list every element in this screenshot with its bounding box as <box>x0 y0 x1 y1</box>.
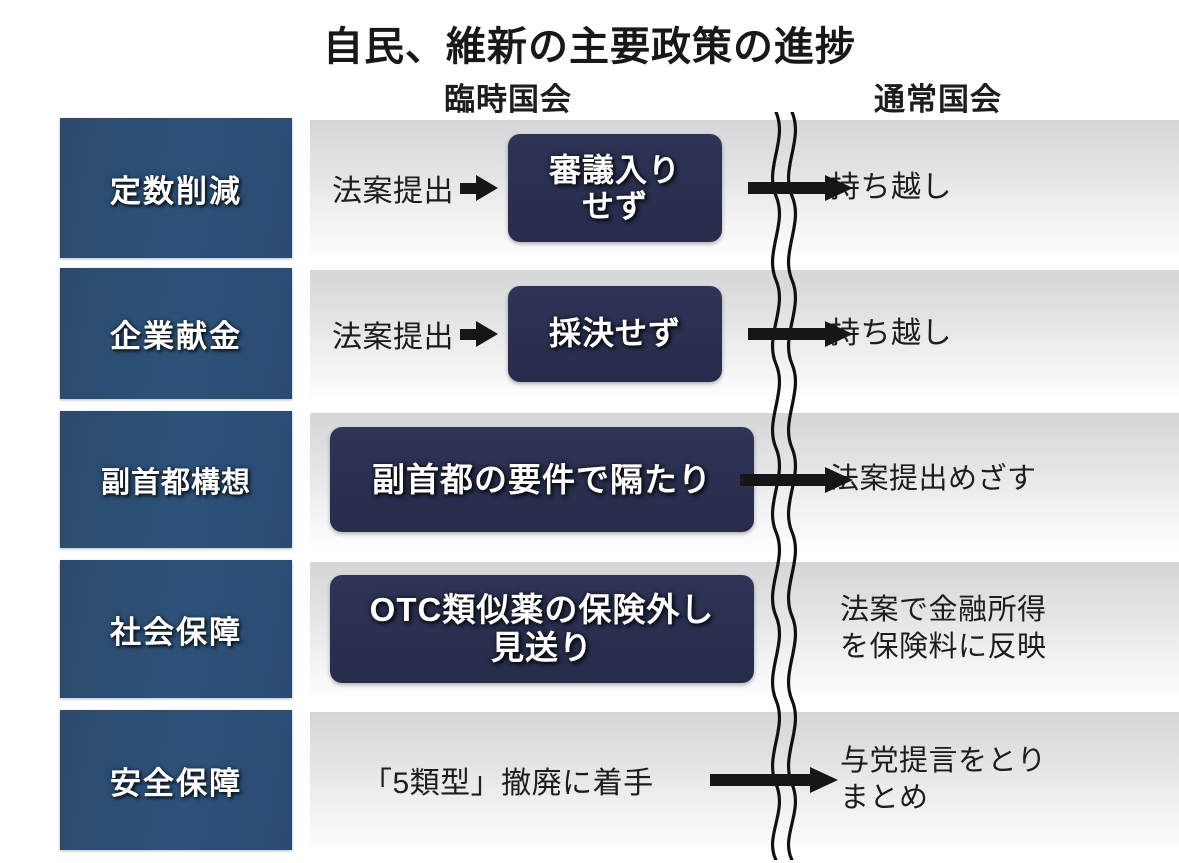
column-header-extraordinary-session: 臨時国会 <box>444 82 572 117</box>
status-label: OTC類似薬の保険外し 見送り <box>369 591 715 666</box>
arrow-right-icon <box>460 320 500 347</box>
transition-arrow-icon <box>748 321 853 347</box>
transition-arrow-icon <box>710 767 838 793</box>
category-label: 企業献金 <box>110 319 242 354</box>
extraordinary-session-cell: OTC類似薬の保険外し 見送り <box>310 560 770 698</box>
row-panel <box>310 270 1179 397</box>
pre-text-label: 「5類型」撤廃に着手 <box>362 767 654 800</box>
pre-text-label: 法案提出 <box>332 175 454 208</box>
result-label: 法案提出めざす <box>830 463 1037 496</box>
category-label: 定数削減 <box>110 173 242 209</box>
ordinary-session-cell: 法案提出めざす <box>830 411 1175 548</box>
transition-arrow-icon <box>748 175 853 201</box>
status-box: 採決せず <box>508 285 722 382</box>
category-chip: 企業献金 <box>60 268 292 399</box>
table-row: 副首都構想 副首都の要件で隔たり 法案提出めざす <box>0 411 1179 548</box>
category-chip: 副首都構想 <box>60 411 292 548</box>
ordinary-session-cell: 与党提言をとり まとめ <box>840 710 1179 850</box>
status-box: 審議入り せず <box>508 134 722 242</box>
row-panel <box>310 120 1179 256</box>
status-box: OTC類似薬の保険外し 見送り <box>330 575 754 683</box>
extraordinary-session-cell: 「5類型」撤廃に着手 <box>310 710 780 850</box>
result-label: 法案で金融所得 を保険料に反映 <box>840 594 1047 663</box>
status-label: 審議入り せず <box>548 151 681 224</box>
category-chip: 定数削減 <box>60 118 292 258</box>
table-row: 社会保障 OTC類似薬の保険外し 見送り 法案で金融所得 を保険料に反映 <box>0 560 1179 698</box>
category-label: 安全保障 <box>110 765 242 801</box>
ordinary-session-cell: 法案で金融所得 を保険料に反映 <box>840 560 1179 698</box>
transition-arrow-icon <box>740 467 853 493</box>
category-label: 副首都構想 <box>100 466 251 499</box>
status-label: 副首都の要件で隔たり <box>372 460 712 498</box>
table-row: 定数削減 法案提出 審議入り せず 持ち越し <box>0 118 1179 258</box>
extraordinary-session-cell: 副首都の要件で隔たり <box>310 411 770 548</box>
column-header-ordinary-session: 通常国会 <box>874 82 1002 117</box>
status-label: 採決せず <box>548 315 681 352</box>
ordinary-session-cell: 持ち越し <box>830 268 1175 399</box>
pre-text-label: 法案提出 <box>332 320 454 354</box>
table-row: 企業献金 法案提出 採決せず 持ち越し <box>0 268 1179 399</box>
arrow-right-icon <box>460 175 500 201</box>
table-row: 安全保障 「5類型」撤廃に着手 与党提言をとり まとめ <box>0 710 1179 850</box>
category-label: 社会保障 <box>110 614 242 650</box>
extraordinary-session-cell: 法案提出 採決せず <box>310 268 775 399</box>
result-label: 与党提言をとり まとめ <box>840 745 1047 814</box>
status-box: 副首都の要件で隔たり <box>330 427 754 532</box>
category-chip: 安全保障 <box>60 710 292 850</box>
extraordinary-session-cell: 法案提出 審議入り せず <box>310 118 775 258</box>
ordinary-session-cell: 持ち越し <box>830 118 1175 258</box>
category-chip: 社会保障 <box>60 560 292 698</box>
page-title: 自民、維新の主要政策の進捗 <box>323 25 856 69</box>
